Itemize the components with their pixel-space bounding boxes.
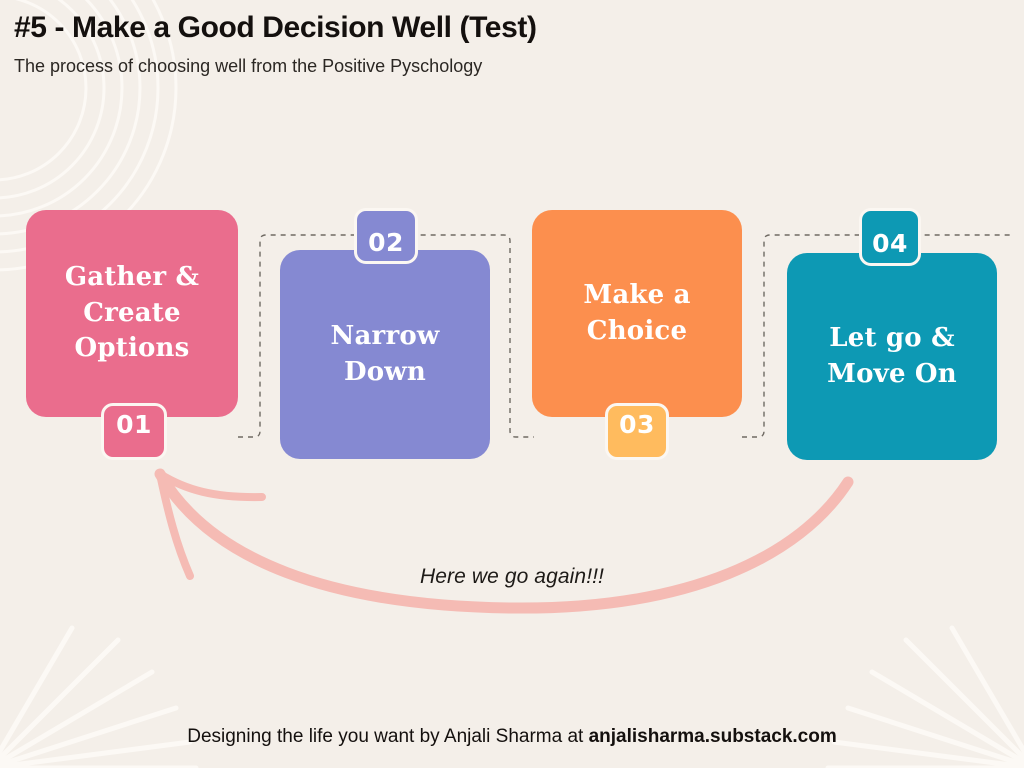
step-card-3[interactable]: Make a Choice [532, 210, 742, 417]
step-card-1-label: Gather & Create Options [64, 261, 200, 364]
step-badge-3-number: 03 [619, 410, 655, 439]
step-badge-1: 01 [101, 403, 167, 460]
header: #5 - Make a Good Decision Well (Test) Th… [14, 8, 914, 78]
step-card-3-label: Make a Choice [583, 279, 691, 346]
step-card-2[interactable]: Narrow Down [280, 250, 490, 459]
footer: Designing the life you want by Anjali Sh… [0, 726, 1024, 748]
step-badge-2: 02 [354, 208, 418, 264]
step-card-4[interactable]: Let go & Move On [787, 253, 997, 460]
loop-caption: Here we go again!!! [419, 565, 604, 588]
step-badge-4: 04 [859, 208, 921, 266]
step-badge-1-number: 01 [116, 410, 152, 439]
footer-text: Designing the life you want by Anjali Sh… [187, 726, 589, 747]
step-badge-4-number: 04 [872, 228, 908, 258]
footer-url[interactable]: anjalisharma.substack.com [588, 726, 837, 747]
page-subtitle: The process of choosing well from the Po… [14, 55, 483, 76]
step-card-2-label: Narrow Down [330, 320, 440, 387]
step-card-4-label: Let go & Move On [827, 322, 957, 389]
page-title: #5 - Make a Good Decision Well (Test) [14, 11, 537, 44]
step-card-1[interactable]: Gather & Create Options [26, 210, 238, 417]
step-badge-2-number: 02 [368, 227, 404, 257]
step-badge-3: 03 [605, 403, 669, 460]
